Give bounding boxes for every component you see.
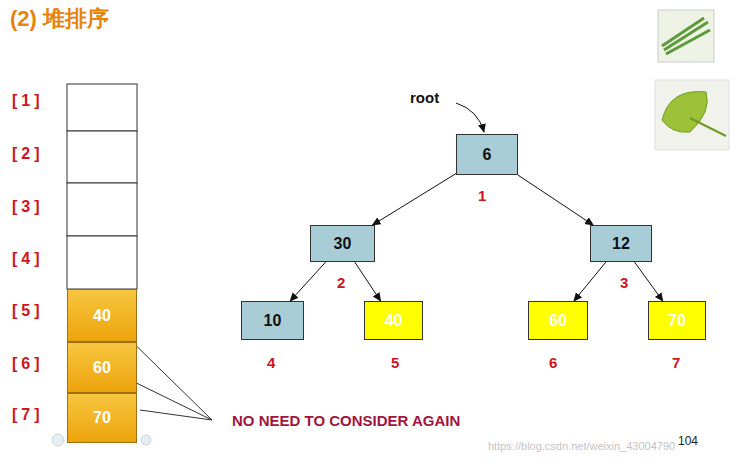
- array-index: [2]: [12, 145, 44, 163]
- node-text: 60: [549, 312, 567, 330]
- array-cell: [67, 131, 137, 183]
- heap-node: 10: [241, 301, 304, 340]
- grass-picture: [662, 18, 710, 54]
- picture-frame: [655, 80, 729, 150]
- pointer-label: root: [410, 89, 439, 106]
- node-index: 7: [672, 354, 680, 371]
- array-cell: 40: [67, 289, 137, 342]
- node-text: 70: [668, 312, 686, 330]
- droplet: [141, 435, 151, 445]
- slide-title: (2) 堆排序: [10, 4, 109, 34]
- node-index: 5: [391, 354, 399, 371]
- heap-node: 30: [310, 225, 375, 262]
- array-cell: [67, 183, 137, 236]
- heap-node: 6: [456, 134, 518, 175]
- droplet: [52, 434, 64, 446]
- array-cell: 70: [67, 393, 137, 443]
- node-index: 1: [478, 187, 486, 204]
- node-text: 12: [612, 235, 630, 253]
- tree-edge: [373, 174, 456, 225]
- node-text: 40: [93, 307, 111, 325]
- node-text: 40: [385, 312, 403, 330]
- tree-edge: [290, 262, 325, 301]
- array-cell: [67, 236, 137, 289]
- array-index: [4]: [12, 250, 44, 268]
- node-index: 6: [549, 354, 557, 371]
- node-index: 2: [337, 274, 345, 291]
- array-index: [5]: [12, 302, 44, 320]
- array-index: [1]: [12, 92, 44, 110]
- tree-edge: [355, 262, 381, 301]
- node-text: 60: [93, 359, 111, 377]
- node-text: 6: [483, 146, 492, 164]
- array-cell: 60: [67, 342, 137, 393]
- array-index: [6]: [12, 355, 44, 373]
- tree-edge: [574, 262, 606, 301]
- node-text: 70: [93, 409, 111, 427]
- node-text: 30: [334, 235, 352, 253]
- tree-edge: [518, 175, 593, 225]
- sorted-node: 40: [364, 301, 423, 340]
- array-cell: [67, 84, 137, 131]
- node-index: 3: [620, 274, 628, 291]
- watermark: https://blog.csdn.net/weixin_43004790: [488, 440, 675, 452]
- leaf-stem: [690, 118, 726, 136]
- picture-frame: [658, 10, 714, 62]
- node-index: 4: [267, 354, 275, 371]
- array-index: [7]: [12, 406, 44, 424]
- leader-line: [140, 410, 212, 420]
- tree-edge: [634, 262, 662, 301]
- array-index: [3]: [12, 198, 44, 216]
- sorted-node: 60: [528, 301, 588, 340]
- note-text: NO NEED TO CONSIDER AGAIN: [232, 412, 460, 429]
- ginkgo-leaf: [662, 92, 707, 133]
- sorted-node: 70: [648, 301, 706, 340]
- heap-node: 12: [590, 225, 652, 262]
- page-number: 104: [678, 434, 698, 448]
- root-pointer: [456, 103, 484, 132]
- node-text: 10: [264, 312, 282, 330]
